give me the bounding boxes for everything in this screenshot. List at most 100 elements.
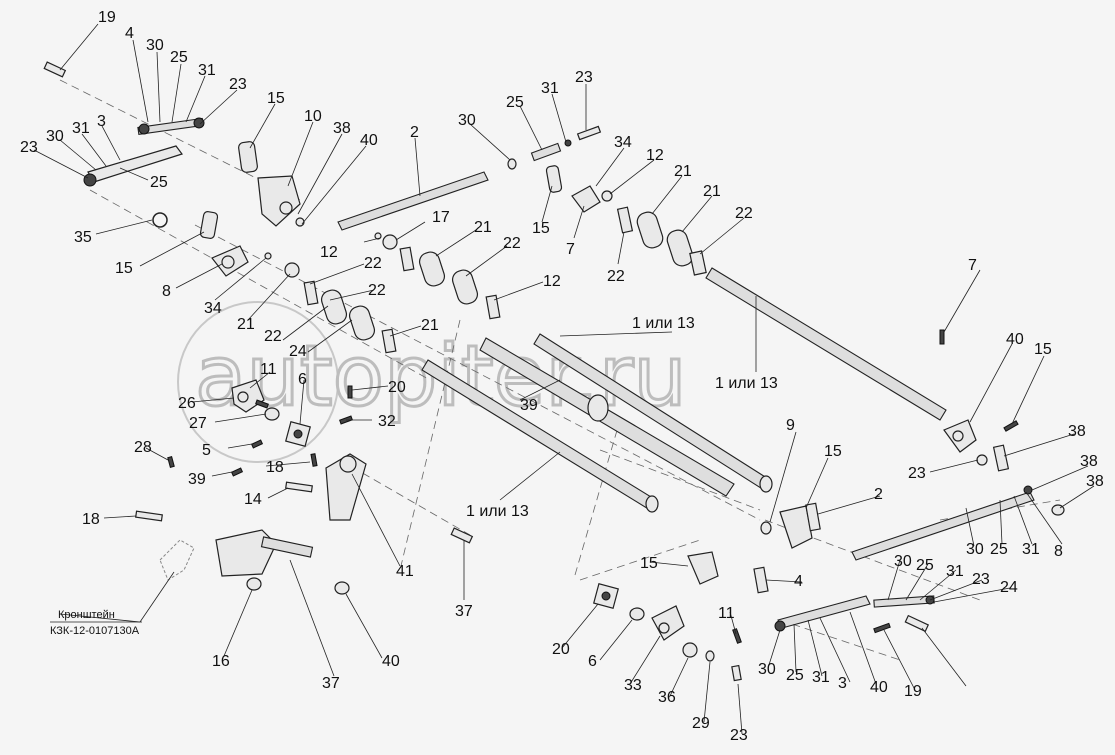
plate-22-a [616,206,634,234]
callout: 40 [360,132,378,149]
tie-rod-4-bottom [873,595,935,608]
bracket-note: Кронштейн КЗК-12-0107130А [50,609,142,637]
link-3-top [87,145,183,183]
callout: 4 [125,25,134,42]
callout: 6 [588,653,597,670]
pin-18-b [285,481,313,493]
callout: 25 [916,557,934,574]
callout: 31 [946,563,964,580]
variant-labels: 1 или 13 1 или 13 1 или 13 [466,315,778,520]
callout: 41 [396,563,414,580]
callout: 26 [178,395,196,412]
callout: 22 [503,235,521,252]
callout: 23 [730,727,748,744]
callout: 8 [162,283,171,300]
bracket-6-bottom [651,605,685,641]
callout: 19 [904,683,922,700]
callout: 30 [966,541,984,558]
callout: 12 [646,147,664,164]
callout: 9 [786,417,795,434]
callout: 25 [150,174,168,191]
callout: 8 [1054,543,1063,560]
callout: 40 [382,653,400,670]
plate-21-c [451,269,479,305]
rod-2-right [851,491,1035,561]
callouts: 19 4 30 25 31 23 23 30 31 3 25 15 10 38 … [20,9,1104,744]
callout: 23 [908,465,926,482]
callout: 18 [266,459,284,476]
callout: 11 [260,361,277,378]
callout: 3 [838,675,847,692]
callout: 2 [410,124,419,141]
callout: 38 [1080,453,1098,470]
callout: 40 [870,679,888,696]
callout: 11 [718,605,735,622]
callout: 38 [333,120,351,137]
callout: 23 [972,571,990,588]
ring-35 [152,212,168,228]
callout: 16 [212,653,230,670]
callout: 35 [74,229,92,246]
callout: 31 [1022,541,1040,558]
callout: 25 [170,49,188,66]
pin-19-top [43,61,67,78]
callout: 31 [72,120,90,137]
callout: 7 [968,257,977,274]
callout: 21 [421,317,439,334]
callout: 21 [474,219,492,236]
bracket-note-line1: Кронштейн [58,609,115,621]
callout: 19 [98,9,116,26]
bracket-7-top [571,185,601,213]
callout: 32 [378,413,396,430]
callout: 31 [812,669,830,686]
callout: 24 [1000,579,1018,596]
callout: 6 [298,371,307,388]
plate-17 [418,251,446,287]
callout: 28 [134,439,152,456]
callout: 27 [189,415,207,432]
lever-15-top [238,141,258,173]
plate-22-b [689,250,707,276]
lever-15-mid [545,165,563,193]
callout: 30 [894,553,912,570]
bracket-9 [779,505,813,549]
callout: 10 [304,108,322,125]
lever-15-left [199,211,219,239]
callout: 34 [204,300,222,317]
callout: 15 [640,555,658,572]
callout: 15 [115,260,133,277]
callout: 21 [674,163,692,180]
collar-5 [587,394,609,422]
callout: 20 [388,379,406,396]
variant-label-lower: 1 или 13 [466,503,529,520]
callout: 15 [824,443,842,460]
pin-18-a [135,510,163,522]
callout: 25 [990,541,1008,558]
pin-19-bottom [904,614,930,633]
callout: 15 [267,90,285,107]
callout: 20 [552,641,570,658]
callout: 39 [188,471,206,488]
callout: 30 [46,128,64,145]
actuator-16 [215,529,277,577]
callout: 22 [607,268,625,285]
callout: 38 [1068,423,1086,440]
callout: 34 [614,134,632,151]
callout: 5 [202,442,211,459]
link-3-bottom [777,595,871,629]
callout: 37 [322,675,340,692]
callout: 30 [758,661,776,678]
callout: 38 [1086,473,1104,490]
callout: 4 [794,573,803,590]
bracket-outline [159,539,195,581]
callout: 22 [264,328,282,345]
callout: 12 [320,244,338,261]
plate-21-a [636,211,664,249]
callout: 25 [786,667,804,684]
callout: 39 [520,397,538,414]
shaft-5 [479,337,735,497]
callout: 23 [229,76,247,93]
callout: 22 [735,205,753,222]
callout: 36 [658,689,676,706]
